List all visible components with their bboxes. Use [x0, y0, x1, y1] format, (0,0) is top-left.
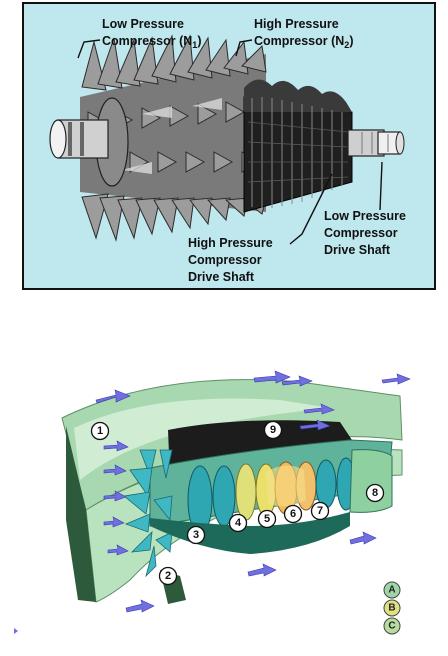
- station-1: 1: [90, 421, 110, 441]
- svg-text:A: A: [388, 585, 395, 596]
- exhaust-nozzle: [349, 449, 393, 513]
- combustor-glow: [266, 465, 306, 507]
- compressor-illustration: Low Pressure Compressor (N1) High Pressu…: [22, 2, 436, 290]
- engine-cutaway-illustration: 1 2 3 4 5 6 7 8 9 A B C: [14, 370, 411, 635]
- station-3: 3: [186, 525, 206, 545]
- station-9: 9: [263, 420, 283, 440]
- station-6: 6: [283, 504, 303, 524]
- svg-text:2: 2: [165, 570, 171, 582]
- svg-text:C: C: [388, 621, 395, 632]
- station-7: 7: [310, 501, 330, 521]
- svg-text:B: B: [388, 603, 395, 614]
- core-lower: [150, 512, 350, 554]
- lp-shaft-label-line1: Low Pressure: [324, 209, 406, 223]
- legend-key: A B C: [383, 581, 401, 635]
- inlet-cavity: [66, 426, 96, 602]
- high-pressure-compressor-rotor: [243, 79, 353, 213]
- front-hub: [49, 97, 129, 187]
- svg-text:1: 1: [97, 425, 103, 437]
- hpc-label-line1: High Pressure: [254, 17, 339, 31]
- station-8: 8: [365, 483, 385, 503]
- corner-marker-icon: [14, 628, 18, 634]
- station-markers: 1 2 3 4 5 6 7 8 9: [90, 420, 385, 586]
- hp-shaft-label-line1: High Pressure: [188, 236, 273, 250]
- nacelle-highlight: [74, 398, 330, 480]
- svg-text:5: 5: [264, 513, 270, 525]
- lpc-label-line2: Compressor (N1): [102, 34, 201, 50]
- lpc-label-line1: Low Pressure: [102, 17, 184, 31]
- hp-shaft-label-line3: Drive Shaft: [188, 270, 255, 284]
- hpc-label-line2: Compressor (N2): [254, 34, 353, 50]
- svg-text:7: 7: [317, 505, 323, 517]
- svg-text:8: 8: [372, 487, 378, 499]
- station-2: 2: [158, 566, 178, 586]
- leader-lines: [77, 39, 383, 245]
- svg-text:4: 4: [235, 517, 242, 529]
- rear-drive-shaft: [347, 129, 405, 157]
- lp-shaft-label-line2: Compressor: [324, 226, 398, 240]
- svg-text:6: 6: [290, 508, 296, 520]
- airflow-arrows: [95, 370, 411, 613]
- svg-text:3: 3: [193, 529, 199, 541]
- key-c: C: [383, 617, 401, 635]
- svg-text:9: 9: [270, 424, 276, 436]
- engine-cutaway-diagram: 1 2 3 4 5 6 7 8 9 A B C: [0, 300, 448, 656]
- station-4: 4: [228, 513, 248, 533]
- compressor-diagram: Low Pressure Compressor (N1) High Pressu…: [22, 2, 436, 290]
- hp-shaft-label-line2: Compressor: [188, 253, 262, 267]
- station-5: 5: [257, 509, 277, 529]
- key-a: A: [383, 581, 401, 599]
- fan-stage: [123, 449, 173, 578]
- key-b: B: [383, 599, 401, 617]
- lp-shaft-label-line3: Drive Shaft: [324, 243, 391, 257]
